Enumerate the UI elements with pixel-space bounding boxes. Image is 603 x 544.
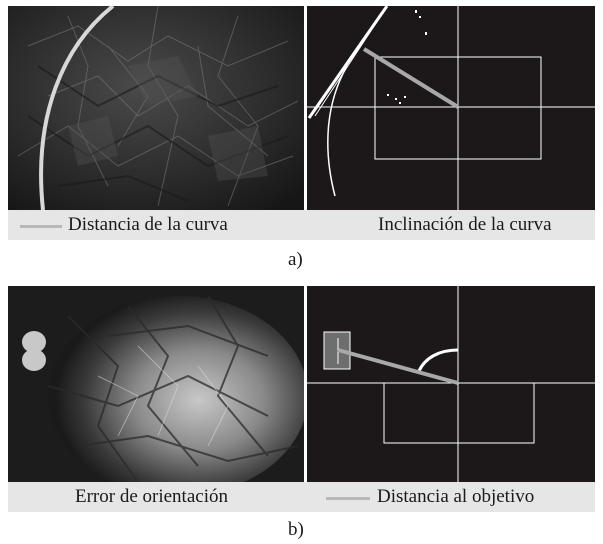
detected-line-upper <box>307 6 389 119</box>
detected-line-lower <box>314 13 383 117</box>
figure-b-caption-band <box>8 482 595 512</box>
target-distance-indicator <box>337 348 459 385</box>
detected-object-box <box>323 331 351 370</box>
target-rectangle <box>383 383 535 444</box>
figure-b-right-caption: Distancia al objetivo <box>377 486 535 507</box>
cable-curve <box>39 6 115 210</box>
figure-a-legend-swatch <box>20 225 62 228</box>
figure-b-processed-svg <box>307 286 595 482</box>
figure-a-camera-svg <box>8 6 304 210</box>
curve-distance-indicator <box>362 47 460 109</box>
figure-b-camera-svg <box>8 286 304 482</box>
figure-a-left-caption: Distancia de la curva <box>68 214 228 235</box>
figure-b-label: b) <box>288 519 304 540</box>
figure-b-processed-image <box>307 286 595 482</box>
figure-a-right-caption: Inclinación de la curva <box>378 214 552 235</box>
orientation-marker-top <box>22 331 46 353</box>
edge-noise <box>387 10 427 104</box>
orientation-arc <box>417 348 459 372</box>
target-rectangle <box>374 56 542 160</box>
figure-a-processed-svg <box>307 6 595 210</box>
detected-arc <box>327 65 348 197</box>
figure-a-label: a) <box>288 249 303 270</box>
figure-b-camera-image <box>8 286 304 482</box>
figure-a-caption-band <box>8 210 595 240</box>
figure-a-camera-image <box>8 6 304 210</box>
orientation-marker-bottom <box>22 349 46 371</box>
figure-b-legend-swatch <box>326 497 370 500</box>
figure-b-left-caption: Error de orientación <box>75 486 228 507</box>
figure-a-processed-image <box>307 6 595 210</box>
